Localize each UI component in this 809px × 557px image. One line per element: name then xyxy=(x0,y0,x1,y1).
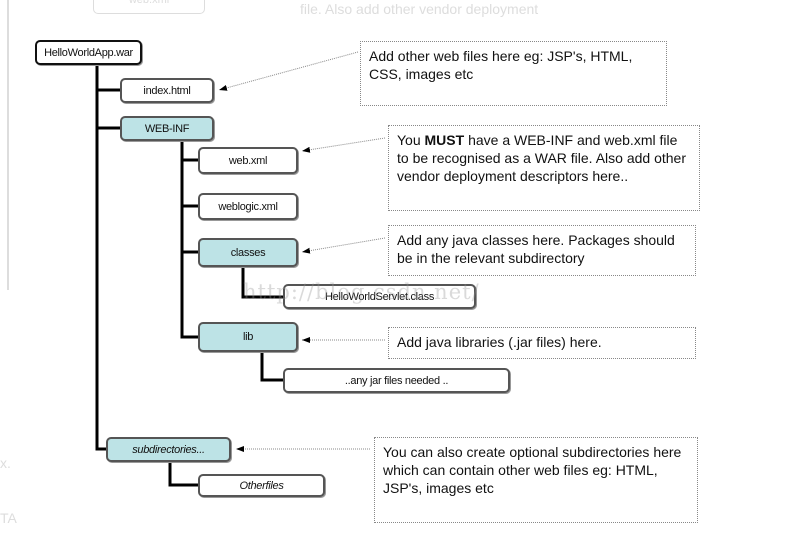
node-lib: lib xyxy=(198,322,298,352)
note-web-inf-pre: You xyxy=(397,132,425,148)
note-web-inf: You MUST have a WEB-INF and web.xml file… xyxy=(388,125,700,211)
node-weblogic-xml: weblogic.xml xyxy=(198,193,298,220)
root-trunk xyxy=(95,64,106,451)
arrow-webinf xyxy=(301,137,386,153)
note-web-files: Add other web files here eg: JSP's, HTML… xyxy=(360,41,667,106)
note-classes: Add any java classes here. Packages shou… xyxy=(388,225,696,276)
faded-left-text-1: x. xyxy=(0,455,11,471)
node-classes: classes xyxy=(198,238,298,267)
node-web-xml: web.xml xyxy=(198,147,298,174)
note-web-inf-bold: MUST xyxy=(424,132,465,148)
faded-top-text: file. Also add other vendor deployment xyxy=(300,1,539,17)
branch-otherfiles xyxy=(168,462,198,487)
faded-top-box: web.xml xyxy=(93,0,205,14)
node-servlet-class: HelloWorldServlet.class xyxy=(283,284,476,309)
node-other-files: Otherfiles xyxy=(198,474,325,497)
webinf-trunk xyxy=(180,140,198,339)
note-lib: Add java libraries (.jar files) here. xyxy=(388,327,696,359)
arrow-web-files xyxy=(218,51,359,91)
node-web-inf: WEB-INF xyxy=(120,116,214,141)
note-web-inf-post: have a WEB-INF and web.xml file to be re… xyxy=(397,132,686,184)
node-jar-files: ..any jar files needed .. xyxy=(283,368,510,393)
note-subdirectories: You can also create optional subdirector… xyxy=(374,437,698,523)
faded-left-border xyxy=(7,0,9,290)
faded-left-text-2: TA xyxy=(0,510,17,526)
node-index-html: index.html xyxy=(120,78,214,103)
node-root-war: HelloWorldApp.war xyxy=(35,40,142,65)
node-subdirectories: subdirectories... xyxy=(106,437,231,462)
branch-jars xyxy=(260,352,283,382)
branch-servlet xyxy=(241,267,283,299)
arrow-classes xyxy=(301,237,386,254)
